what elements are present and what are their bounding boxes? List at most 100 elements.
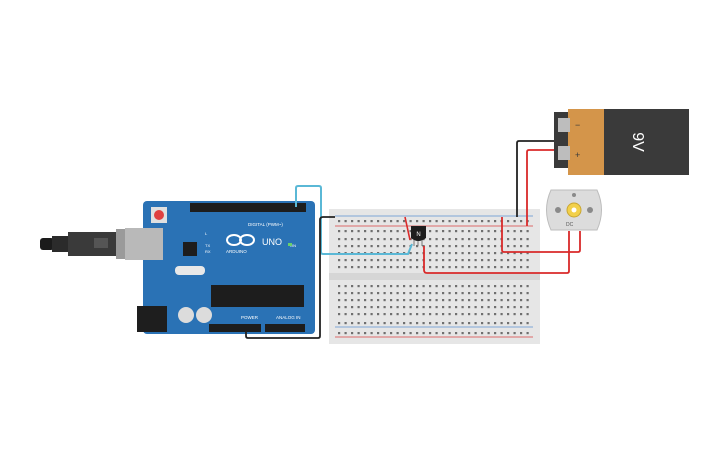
breadboard-hole[interactable]	[351, 322, 354, 325]
breadboard-hole[interactable]	[468, 292, 471, 295]
breadboard-hole[interactable]	[526, 313, 529, 316]
breadboard-hole[interactable]	[338, 259, 341, 262]
breadboard-hole[interactable]	[370, 299, 373, 302]
breadboard-hole[interactable]	[383, 306, 386, 309]
breadboard-hole[interactable]	[468, 259, 471, 262]
breadboard-hole[interactable]	[357, 230, 360, 233]
breadboard-hole[interactable]	[370, 259, 373, 262]
breadboard-hole[interactable]	[442, 285, 445, 288]
breadboard-hole[interactable]	[520, 266, 523, 269]
breadboard-hole[interactable]	[396, 245, 399, 248]
breadboard-hole[interactable]	[442, 332, 445, 335]
breadboard-hole[interactable]	[500, 292, 503, 295]
breadboard-hole[interactable]	[507, 259, 510, 262]
breadboard-hole[interactable]	[494, 299, 497, 302]
breadboard-hole[interactable]	[416, 292, 419, 295]
breadboard-hole[interactable]	[494, 238, 497, 241]
breadboard-holes[interactable]	[338, 220, 529, 335]
breadboard-hole[interactable]	[481, 220, 484, 223]
breadboard-hole[interactable]	[468, 252, 471, 255]
breadboard-hole[interactable]	[507, 220, 510, 223]
breadboard-hole[interactable]	[403, 285, 406, 288]
breadboard-hole[interactable]	[344, 259, 347, 262]
breadboard-hole[interactable]	[448, 313, 451, 316]
breadboard-hole[interactable]	[526, 259, 529, 262]
breadboard-hole[interactable]	[455, 245, 458, 248]
digital-pin-header[interactable]	[190, 203, 306, 212]
breadboard-hole[interactable]	[494, 252, 497, 255]
breadboard-hole[interactable]	[364, 332, 367, 335]
breadboard-hole[interactable]	[357, 285, 360, 288]
breadboard-hole[interactable]	[461, 292, 464, 295]
breadboard-hole[interactable]	[494, 245, 497, 248]
breadboard-hole[interactable]	[461, 238, 464, 241]
breadboard-hole[interactable]	[409, 332, 412, 335]
breadboard-hole[interactable]	[481, 252, 484, 255]
breadboard-hole[interactable]	[435, 230, 438, 233]
breadboard-hole[interactable]	[487, 220, 490, 223]
breadboard-hole[interactable]	[429, 252, 432, 255]
breadboard-hole[interactable]	[513, 266, 516, 269]
breadboard-hole[interactable]	[520, 313, 523, 316]
arduino-uno-board[interactable]: UNO ARDUINO DIGITAL (PWM~) POWER ANALOG …	[125, 201, 315, 334]
breadboard-hole[interactable]	[338, 230, 341, 233]
breadboard-hole[interactable]	[461, 299, 464, 302]
breadboard-hole[interactable]	[364, 299, 367, 302]
breadboard-hole[interactable]	[435, 313, 438, 316]
breadboard-hole[interactable]	[390, 313, 393, 316]
breadboard-hole[interactable]	[344, 292, 347, 295]
breadboard-hole[interactable]	[481, 292, 484, 295]
breadboard-hole[interactable]	[409, 292, 412, 295]
breadboard-hole[interactable]	[442, 230, 445, 233]
breadboard-hole[interactable]	[500, 322, 503, 325]
breadboard-hole[interactable]	[474, 313, 477, 316]
breadboard-hole[interactable]	[416, 266, 419, 269]
breadboard-hole[interactable]	[409, 322, 412, 325]
breadboard-hole[interactable]	[487, 238, 490, 241]
breadboard-hole[interactable]	[422, 306, 425, 309]
breadboard-hole[interactable]	[448, 306, 451, 309]
breadboard-hole[interactable]	[455, 322, 458, 325]
breadboard-hole[interactable]	[520, 245, 523, 248]
breadboard-hole[interactable]	[468, 332, 471, 335]
breadboard-hole[interactable]	[435, 245, 438, 248]
breadboard-hole[interactable]	[390, 306, 393, 309]
transistor-base-wire[interactable]	[404, 216, 411, 241]
breadboard-hole[interactable]	[442, 220, 445, 223]
breadboard-hole[interactable]	[474, 252, 477, 255]
breadboard-hole[interactable]	[390, 332, 393, 335]
breadboard-hole[interactable]	[390, 322, 393, 325]
breadboard-hole[interactable]	[409, 313, 412, 316]
breadboard-hole[interactable]	[487, 332, 490, 335]
breadboard-hole[interactable]	[455, 292, 458, 295]
breadboard-hole[interactable]	[474, 220, 477, 223]
breadboard-hole[interactable]	[487, 306, 490, 309]
breadboard-hole[interactable]	[481, 332, 484, 335]
breadboard-hole[interactable]	[487, 313, 490, 316]
breadboard-hole[interactable]	[377, 230, 380, 233]
breadboard-hole[interactable]	[422, 299, 425, 302]
breadboard-hole[interactable]	[448, 285, 451, 288]
breadboard-hole[interactable]	[468, 238, 471, 241]
breadboard-hole[interactable]	[338, 220, 341, 223]
breadboard-hole[interactable]	[357, 266, 360, 269]
breadboard-hole[interactable]	[396, 313, 399, 316]
breadboard-hole[interactable]	[500, 259, 503, 262]
breadboard-hole[interactable]	[364, 259, 367, 262]
breadboard-hole[interactable]	[338, 313, 341, 316]
breadboard-hole[interactable]	[364, 266, 367, 269]
breadboard-hole[interactable]	[344, 299, 347, 302]
breadboard-hole[interactable]	[377, 238, 380, 241]
breadboard-hole[interactable]	[416, 322, 419, 325]
breadboard-hole[interactable]	[448, 252, 451, 255]
breadboard-hole[interactable]	[455, 299, 458, 302]
breadboard-hole[interactable]	[526, 238, 529, 241]
breadboard-hole[interactable]	[409, 285, 412, 288]
breadboard-hole[interactable]	[364, 220, 367, 223]
breadboard-hole[interactable]	[448, 292, 451, 295]
breadboard-hole[interactable]	[448, 299, 451, 302]
breadboard-hole[interactable]	[351, 292, 354, 295]
breadboard-hole[interactable]	[396, 285, 399, 288]
breadboard-hole[interactable]	[455, 266, 458, 269]
